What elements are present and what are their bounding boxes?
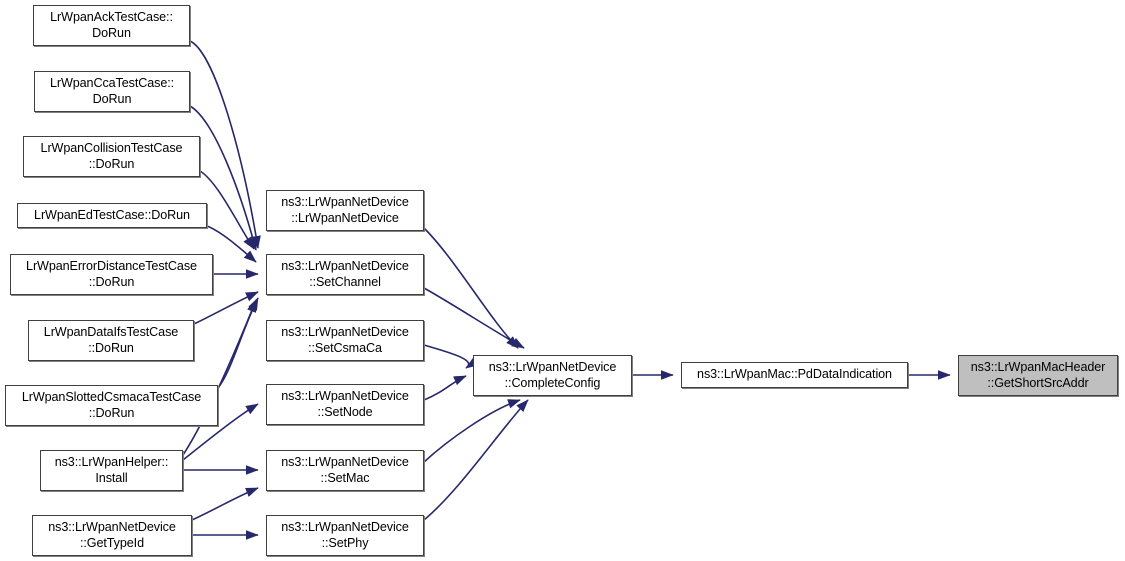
graph-node-label: ns3::LrWpanHelper:: Install [54,455,169,485]
graph-node-slottedcsmaca[interactable]: LrWpanSlottedCsmacaTestCase ::DoRun [5,385,218,426]
graph-node-label: LrWpanCcaTestCase:: DoRun [49,76,175,106]
graph-node-label: LrWpanAckTestCase:: DoRun [50,10,173,40]
graph-node-collision[interactable]: LrWpanCollisionTestCase ::DoRun [23,136,200,177]
graph-edge-setphy-to-completeconfig [423,399,529,521]
graph-node-completeconfig[interactable]: ns3::LrWpanNetDevice ::CompleteConfig [473,355,632,396]
graph-node-errordistance[interactable]: LrWpanErrorDistanceTestCase ::DoRun [10,254,213,295]
graph-node-label: ns3::LrWpanNetDevice ::GetTypeId [48,520,176,550]
graph-edge-setmac-to-completeconfig [423,399,521,463]
graph-node-helperinstall[interactable]: ns3::LrWpanHelper:: Install [40,450,183,491]
graph-node-label: ns3::LrWpanNetDevice ::CompleteConfig [488,360,617,390]
graph-node-label: ns3::LrWpanNetDevice ::LrWpanNetDevice [281,195,409,225]
graph-node-label: ns3::LrWpanMacHeader ::GetShortSrcAddr [970,360,1106,390]
graph-edge-ed-to-setchannel [206,225,257,263]
graph-edge-cca-to-setchannel [189,105,258,251]
graph-node-setnode[interactable]: ns3::LrWpanNetDevice ::SetNode [266,384,424,425]
graph-node-getshortsrc[interactable]: ns3::LrWpanMacHeader ::GetShortSrcAddr [958,355,1118,396]
graph-node-label: ns3::LrWpanNetDevice ::SetNode [281,389,409,419]
graph-edge-dataifs-to-setchannel [193,291,259,325]
graph-node-label: ns3::LrWpanNetDevice ::SetMac [281,455,409,485]
graph-edge-setnode-to-completeconfig [423,375,467,401]
graph-node-ack[interactable]: LrWpanAckTestCase:: DoRun [33,5,190,46]
graph-node-setcsmaca[interactable]: ns3::LrWpanNetDevice ::SetCsmaCa [266,320,424,361]
graph-node-setmac[interactable]: ns3::LrWpanNetDevice ::SetMac [266,450,424,491]
graph-edge-gettypeid-to-setmac [191,487,259,521]
graph-node-label: LrWpanDataIfsTestCase ::DoRun [43,325,179,355]
graph-edge-ctor-to-completeconfig [423,227,519,349]
graph-node-setphy[interactable]: ns3::LrWpanNetDevice ::SetPhy [266,515,424,556]
graph-node-cca[interactable]: LrWpanCcaTestCase:: DoRun [34,71,190,112]
graph-node-label: ns3::LrWpanNetDevice ::SetCsmaCa [281,325,409,355]
graph-node-label: ns3::LrWpanNetDevice ::SetChannel [281,259,409,289]
graph-node-ctor[interactable]: ns3::LrWpanNetDevice ::LrWpanNetDevice [266,190,424,231]
graph-edge-setcsmaca-to-completeconfig [423,344,479,369]
graph-node-gettypeid[interactable]: ns3::LrWpanNetDevice ::GetTypeId [32,515,192,556]
graph-edge-collision-to-setchannel [199,170,255,250]
graph-node-label: ns3::LrWpanNetDevice ::SetPhy [281,520,409,550]
graph-node-ed[interactable]: LrWpanEdTestCase::DoRun [17,203,207,228]
graph-node-label: LrWpanSlottedCsmacaTestCase ::DoRun [21,390,202,420]
graph-node-label: LrWpanCollisionTestCase ::DoRun [40,141,183,171]
graph-node-dataifs[interactable]: LrWpanDataIfsTestCase ::DoRun [28,320,194,361]
graph-node-label: ns3::LrWpanMac::PdDataIndication [697,367,892,382]
graph-edge-slottedcsmaca-to-setchannel [217,297,259,389]
graph-node-label: LrWpanEdTestCase::DoRun [34,207,190,222]
graph-node-setchannel[interactable]: ns3::LrWpanNetDevice ::SetChannel [266,254,424,295]
graph-node-pddataind[interactable]: ns3::LrWpanMac::PdDataIndication [681,362,908,388]
graph-node-label: LrWpanErrorDistanceTestCase ::DoRun [26,259,197,289]
graph-edge-setchannel-to-completeconfig [423,287,525,349]
